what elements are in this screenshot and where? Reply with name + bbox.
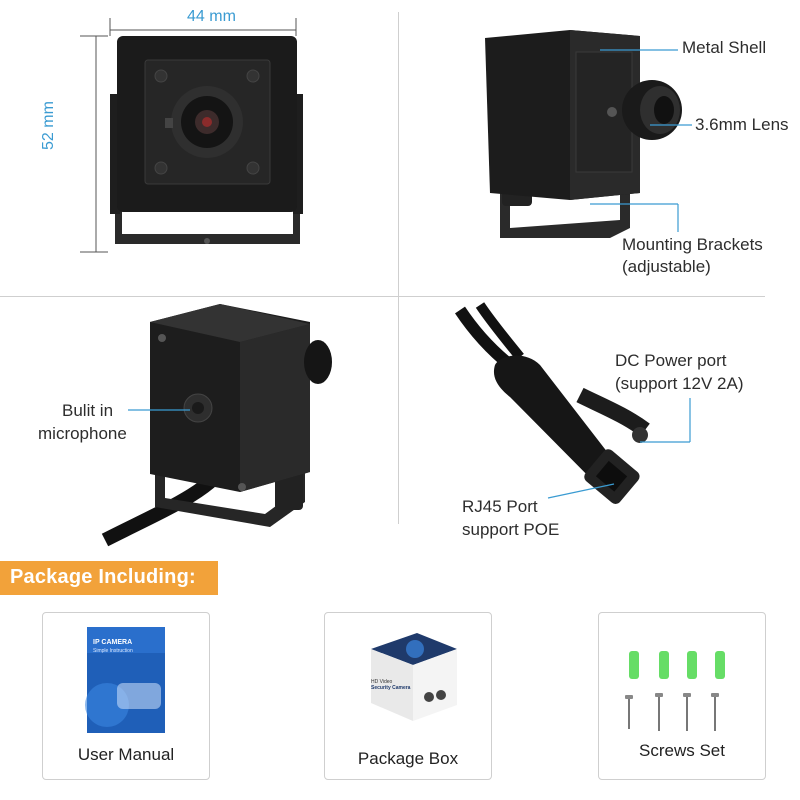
dc-power-spec-label: (support 12V 2A)	[615, 374, 744, 393]
box-text-line2: Security Camera	[371, 685, 411, 691]
lens-label: 3.6mm Lens	[695, 115, 789, 134]
built-in-label: Bulit in	[62, 401, 114, 420]
metal-shell-label: Metal Shell	[682, 38, 767, 57]
card-package-box: HD Video Security Camera Package Box	[324, 612, 492, 780]
camera-front-image	[110, 36, 303, 244]
dc-power-label: DC Power port	[615, 351, 727, 370]
brackets-callout-line	[590, 203, 679, 232]
poe-label: support POE	[462, 520, 560, 539]
adjustable-label: (adjustable)	[622, 257, 711, 276]
mounting-brackets-label: Mounting Brackets	[622, 235, 763, 254]
package-heading: Package Including:	[10, 566, 196, 588]
width-label: 44 mm	[187, 8, 236, 25]
width-dimension-line	[109, 18, 297, 36]
microphone-label: microphone	[38, 424, 127, 443]
manual-title: IP CAMERA	[93, 639, 133, 646]
card-user-manual: IP CAMERA Simple Instruction User Manual	[42, 612, 210, 780]
metal-shell-callout-line	[600, 49, 678, 51]
manual-image	[85, 627, 165, 733]
camera-back-image	[101, 304, 332, 547]
cable-ports-image	[455, 302, 650, 504]
height-dimension-line	[80, 35, 108, 253]
dc-power-callout-line	[640, 398, 691, 443]
rj45-callout-line	[547, 483, 615, 499]
vertical-divider	[398, 12, 399, 524]
microphone-callout-line	[128, 409, 190, 411]
rj45-label: RJ45 Port	[462, 497, 538, 516]
screws	[628, 697, 716, 731]
card-screws-set: Screws Set	[598, 612, 766, 780]
height-label: 52 mm	[40, 101, 57, 150]
package-box-label: Package Box	[357, 749, 459, 768]
lens-callout-line	[650, 124, 692, 126]
wall-anchors	[629, 651, 725, 679]
package-box-image	[371, 633, 457, 721]
user-manual-label: User Manual	[77, 745, 175, 764]
manual-subtitle: Simple Instruction	[93, 648, 133, 654]
box-text-line1: HD Video	[371, 679, 393, 685]
screws-set-image	[625, 651, 725, 731]
package-banner: Package Including:	[0, 561, 218, 595]
screws-set-label: Screws Set	[639, 741, 725, 760]
horizontal-divider	[0, 296, 765, 297]
camera-angled-image	[485, 30, 682, 238]
